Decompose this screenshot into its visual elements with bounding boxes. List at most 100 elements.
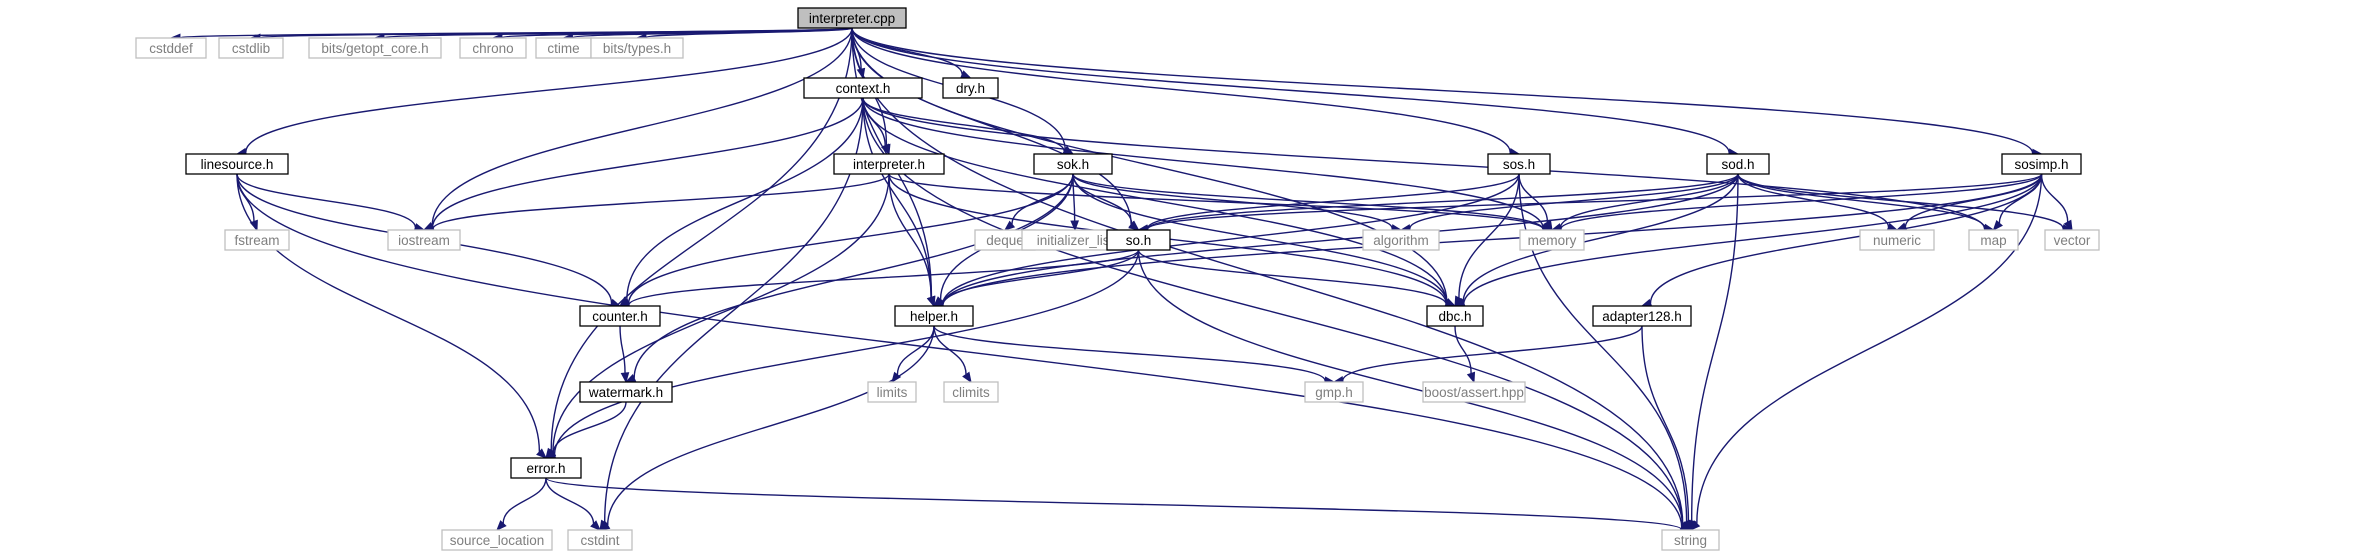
edge-line [1454,325,1472,374]
node-box[interactable] [1106,229,1171,251]
node-label: limits [877,385,908,400]
edge-line [1462,173,1739,303]
edge-line [1137,249,1447,305]
node-error-h[interactable]: error.h [510,457,582,479]
node-box[interactable] [833,153,945,175]
node-label: bits/getopt_core.h [321,41,428,56]
node-box[interactable] [1487,153,1551,175]
node-box[interactable] [1426,305,1484,327]
node-label: algorithm [1373,233,1429,248]
node-label: interpreter.h [853,157,925,172]
edge-error_h-to-source_location [496,477,547,531]
node-label: memory [1528,233,1577,248]
node-dbc-h[interactable]: dbc.h [1426,305,1484,327]
edge-line [1560,173,2043,230]
node-box [308,37,442,59]
node-box[interactable] [2001,153,2082,175]
node-label: chrono [472,41,513,56]
edge-line [862,97,932,298]
node-interpreter-h[interactable]: interpreter.h [833,153,945,175]
edge-line [941,249,1140,304]
node-sod-h[interactable]: sod.h [1706,153,1770,175]
node-box[interactable] [579,305,661,327]
edge-line [606,325,935,526]
node-box [224,229,290,251]
node-label: dry.h [956,81,985,96]
node-sos-h[interactable]: sos.h [1487,153,1551,175]
edge-line [1696,173,2043,524]
node-map: map [1968,229,2019,251]
node-watermark-h[interactable]: watermark.h [579,381,673,403]
node-initializer-list: initializer_list [1021,229,1129,251]
edge-line [645,27,853,39]
node-box[interactable] [1033,153,1113,175]
node-fstream: fstream [224,229,290,251]
node-label: climits [952,385,990,400]
edge-line [862,97,1448,304]
node-label: map [1980,233,2006,248]
node-label: error.h [526,461,565,476]
node-label: sosimp.h [2014,157,2068,172]
node-box [567,529,633,551]
node-box [943,381,999,403]
node-box [1859,229,1935,251]
node-box[interactable] [894,305,974,327]
edge-line [236,173,541,452]
node-box[interactable] [185,153,289,175]
arrowhead-icon [2063,219,2073,232]
node-label: sod.h [1721,157,1754,172]
edge-sos_h-to-memory [1518,173,1553,232]
node-label: initializer_list [1037,233,1114,248]
node-context-h[interactable]: context.h [803,77,923,99]
node-box[interactable] [942,77,999,99]
edge-line [1072,173,1393,229]
node-box[interactable] [579,381,673,403]
edge-line [851,27,1730,153]
edge-line [627,173,1074,304]
edge-line [1463,173,2043,305]
arrowhead-icon [590,520,601,531]
node-dry-h[interactable]: dry.h [942,77,999,99]
edge-error_h-to-cstdint [545,477,601,531]
arrowhead-icon [1992,219,2003,232]
node-box [1968,229,2019,251]
node-iostream: iostream [387,229,461,251]
node-label: cstddef [149,41,193,56]
node-sosimp-h[interactable]: sosimp.h [2001,153,2082,175]
edge-line [236,173,1683,528]
arrowhead-icon [1466,371,1476,384]
edge-line [1458,173,1520,298]
node-box [590,37,684,59]
edge-line [545,477,1683,531]
node-box [2044,229,2100,251]
arrowhead-icon [544,448,557,459]
node-box[interactable] [803,77,923,99]
edge-line [1649,173,2043,304]
edge-line [545,477,595,524]
node-label: so.h [1126,233,1152,248]
edge-line [1137,249,1684,526]
node-linesource-h[interactable]: linesource.h [185,153,289,175]
edge-line [552,173,890,453]
edge-line [2040,173,2069,223]
node-box[interactable] [1706,153,1770,175]
edge-helper_h-to-climits [933,325,972,384]
node-label: interpreter.cpp [809,11,895,26]
edge-line [1146,173,1520,229]
node-box[interactable] [510,457,582,479]
node-counter-h[interactable]: counter.h [579,305,661,327]
edge-line [432,173,890,230]
arrowhead-icon [536,448,547,459]
node-helper-h[interactable]: helper.h [894,305,974,327]
node-so-h[interactable]: so.h [1106,229,1171,251]
node-sok-h[interactable]: sok.h [1033,153,1113,175]
node-label: sok.h [1057,157,1089,172]
edge-line [502,477,547,524]
node-box [218,37,284,59]
node-box[interactable] [1592,305,1692,327]
node-adapter128-h[interactable]: adapter128.h [1592,305,1692,327]
node-getopt-core: bits/getopt_core.h [308,37,442,59]
edge-line [1690,173,1739,522]
